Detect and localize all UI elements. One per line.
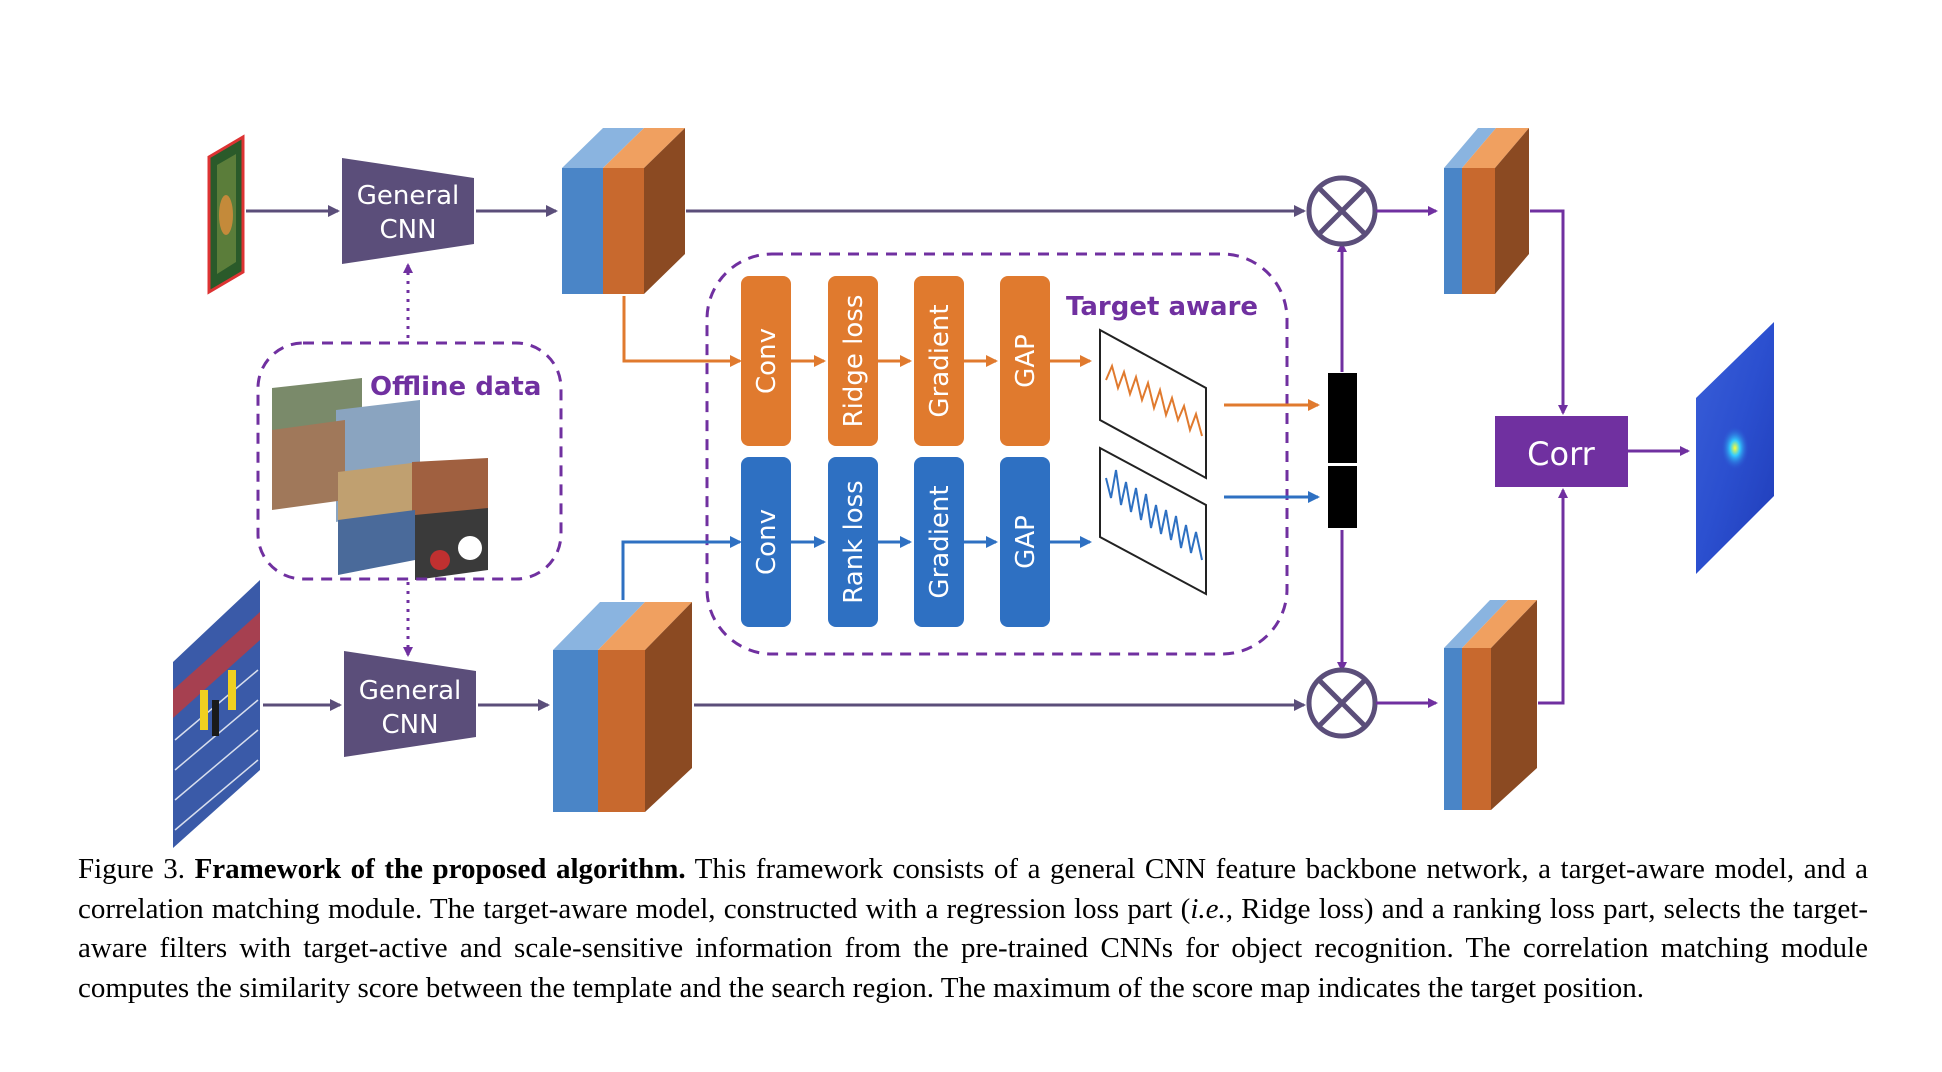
- orange-block-gradient: Gradient: [914, 276, 964, 446]
- template-image: [207, 134, 245, 295]
- score-map: [1696, 322, 1774, 574]
- top-cube-to-corr-line: [1530, 209, 1568, 415]
- search-feature-to-blue-branch: [621, 536, 742, 600]
- figure-caption: Figure 3. Framework of the proposed algo…: [78, 850, 1868, 1008]
- svg-text:General: General: [359, 676, 461, 706]
- multiply-node-top: [1306, 175, 1378, 247]
- blue-block-gradient: Gradient: [914, 457, 964, 627]
- svg-text:Corr: Corr: [1527, 435, 1596, 473]
- corr-module: Corr: [1495, 416, 1628, 487]
- orange-block-conv: Conv: [741, 276, 791, 446]
- caption-title: Framework of the proposed algorithm.: [194, 853, 686, 885]
- svg-text:Gradient: Gradient: [925, 304, 955, 417]
- blue-block-gap: GAP: [1000, 457, 1050, 627]
- multiply-node-bottom: [1306, 667, 1378, 739]
- offline-data-images: [272, 378, 488, 580]
- bottom-cube-to-corr-line: [1538, 488, 1568, 705]
- template-feature-cube: [562, 128, 685, 294]
- svg-text:Rank loss: Rank loss: [839, 480, 869, 603]
- svg-text:Conv: Conv: [752, 328, 782, 394]
- template-feature-to-orange-branch: [622, 296, 742, 367]
- svg-text:GAP: GAP: [1011, 515, 1041, 569]
- svg-text:Gradient: Gradient: [925, 485, 955, 598]
- blue-block-conv: Conv: [741, 457, 791, 627]
- svg-text:GAP: GAP: [1011, 334, 1041, 388]
- svg-text:Conv: Conv: [752, 509, 782, 575]
- blue-signal-plot: [1099, 446, 1207, 596]
- caption-text-1: This framework consists of a general CNN…: [78, 853, 1868, 925]
- selected-search-feature-cube: [1444, 600, 1537, 810]
- search-feature-cube: [553, 602, 692, 812]
- offline-data-box: [256, 341, 563, 581]
- caption-text-2: , Ridge loss) and a ranking loss part, s…: [78, 892, 1869, 1004]
- caption-label: Figure 3.: [78, 853, 186, 885]
- svg-text:Ridge loss: Ridge loss: [839, 295, 869, 428]
- target-aware-box: [705, 252, 1289, 656]
- orange-block-ridge-loss: Ridge loss: [828, 276, 878, 446]
- selected-template-feature-cube: [1444, 128, 1529, 294]
- general-cnn-top: General CNN: [342, 158, 474, 264]
- svg-text:CNN: CNN: [379, 215, 436, 245]
- offline-data-label: Offline data: [370, 372, 541, 402]
- caption-italic: i.e.: [1190, 892, 1226, 925]
- framework-diagram: Offline data General CNN General CNN Tar…: [173, 128, 1774, 848]
- filter-selection-bar: [1328, 373, 1357, 528]
- orange-signal-plot: [1099, 328, 1207, 480]
- svg-text:General: General: [357, 181, 459, 211]
- search-image: [173, 580, 260, 848]
- orange-block-gap: GAP: [1000, 276, 1050, 446]
- target-aware-label: Target aware: [1066, 292, 1258, 322]
- svg-text:CNN: CNN: [381, 710, 438, 740]
- blue-block-rank-loss: Rank loss: [828, 457, 878, 627]
- general-cnn-bottom: General CNN: [344, 651, 476, 757]
